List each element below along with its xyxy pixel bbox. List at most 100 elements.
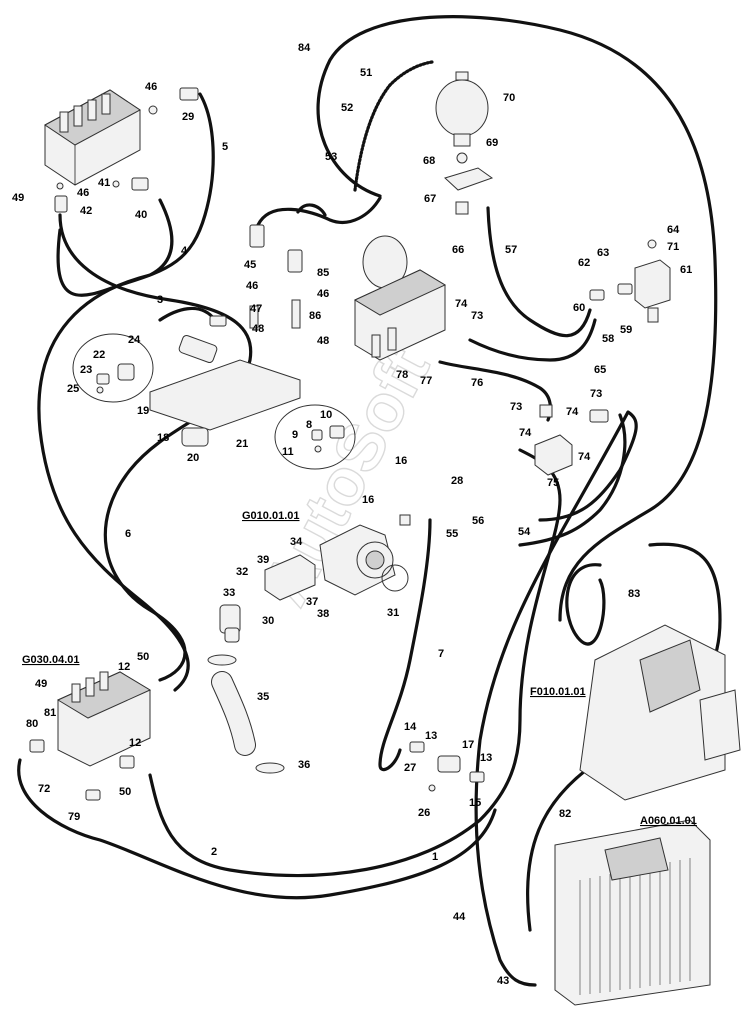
callout-label: 59 [620,324,632,336]
hose-2 [148,448,562,878]
callout-label: 78 [396,369,408,381]
callout-label: 65 [594,364,606,376]
hose-7 [378,518,432,772]
callout-label: 51 [360,67,372,79]
callout-label: 58 [602,333,614,345]
callout-label: 45 [244,259,256,271]
callout-label: 13 [480,752,492,764]
callout-label: 6 [125,528,131,540]
callout-label: 23 [80,364,92,376]
callout-label: 30 [262,615,274,627]
hose-76 [438,360,552,422]
hose-54 [518,413,627,547]
callout-label: 69 [486,137,498,149]
callout-label: 46 [77,187,89,199]
callout-label: 22 [93,349,105,361]
callout-label: 49 [12,192,24,204]
hose-5 [56,92,215,297]
cab-assembly [579,624,741,801]
callout-label: 53 [325,151,337,163]
callout-label: 48 [317,335,329,347]
callout-label: 9 [292,429,298,441]
callout-label: 82 [559,808,571,820]
callout-label: 44 [453,911,466,923]
hose-1 [17,758,497,900]
ref-label-pump: G010.01.01 [242,510,300,522]
callout-label: 74 [566,406,579,418]
callout-label: 77 [420,375,432,387]
callout-label: 26 [418,807,430,819]
callout-label: 74 [578,451,591,463]
callout-label: 72 [38,783,50,795]
callout-label: 63 [597,247,609,259]
manifold-75 [534,404,609,476]
accumulator-valve-block [353,235,447,361]
callout-label: 28 [451,475,463,487]
hose-83 [565,563,606,646]
callout-label: 46 [246,280,258,292]
callout-label: 38 [317,608,329,620]
callout-label: 12 [118,661,130,673]
callout-label: 24 [128,334,141,346]
hose-4 [37,198,190,692]
ref-label-valve: G030.04.01 [22,654,80,666]
callout-label: 64 [667,224,680,236]
tee-fitting-17 [409,741,485,792]
callout-label: 74 [519,427,532,439]
callout-label: 13 [425,730,437,742]
spring-guard-53 [353,60,434,192]
callout-label: 50 [137,651,149,663]
callout-label: 46 [317,288,329,300]
hose-35 [207,654,285,774]
callout-label: 33 [223,587,235,599]
callout-label: 56 [472,515,484,527]
callout-label: 3 [157,294,163,306]
callout-label: 32 [236,566,248,578]
callout-label: 31 [387,607,399,619]
callout-label: 46 [145,81,157,93]
callout-label: 5 [222,141,228,153]
hose-upper-pair-a [256,196,382,227]
callout-label: 79 [68,811,80,823]
callout-label: 34 [290,536,303,548]
callout-label: 27 [404,762,416,774]
hose-3 [158,306,217,322]
reference-labels: G010.01.01 G030.04.01 F010.01.01 A060.01… [22,510,697,827]
callout-label: 49 [35,678,47,690]
callout-label: 15 [469,797,481,809]
callout-label: 10 [320,409,332,421]
callout-label: 4 [181,245,188,257]
callout-label: 52 [341,102,353,114]
callout-label: 37 [306,596,318,608]
callout-label: 39 [257,554,269,566]
callout-label: 71 [667,241,679,253]
pump-assembly [219,514,411,643]
ref-label-cab: F010.01.01 [530,686,586,698]
callout-label: 61 [680,264,692,276]
detail-parts [96,363,345,453]
callout-label: 40 [135,209,147,221]
callout-label: 55 [446,528,458,540]
callout-label: 11 [282,446,294,458]
callout-label: 73 [471,310,483,322]
callout-label: 43 [497,975,509,987]
callout-label: 73 [510,401,522,413]
callout-label: 48 [252,323,264,335]
radiator-assembly [554,819,711,1006]
callout-label: 8 [306,419,312,431]
hose-upper-pair-b [296,203,327,217]
callout-label: 86 [309,310,321,322]
callout-label: 54 [518,526,531,538]
callout-label: 57 [505,244,517,256]
callout-label: 66 [452,244,464,256]
control-valve-bottom [29,671,152,801]
detail-group-22 [72,333,154,403]
callout-label: 84 [298,42,311,54]
callout-label: 41 [98,177,110,189]
callout-label: 36 [298,759,310,771]
callout-label: 16 [395,455,407,467]
detail-group-10 [274,404,356,470]
accumulator-70 [435,71,494,215]
